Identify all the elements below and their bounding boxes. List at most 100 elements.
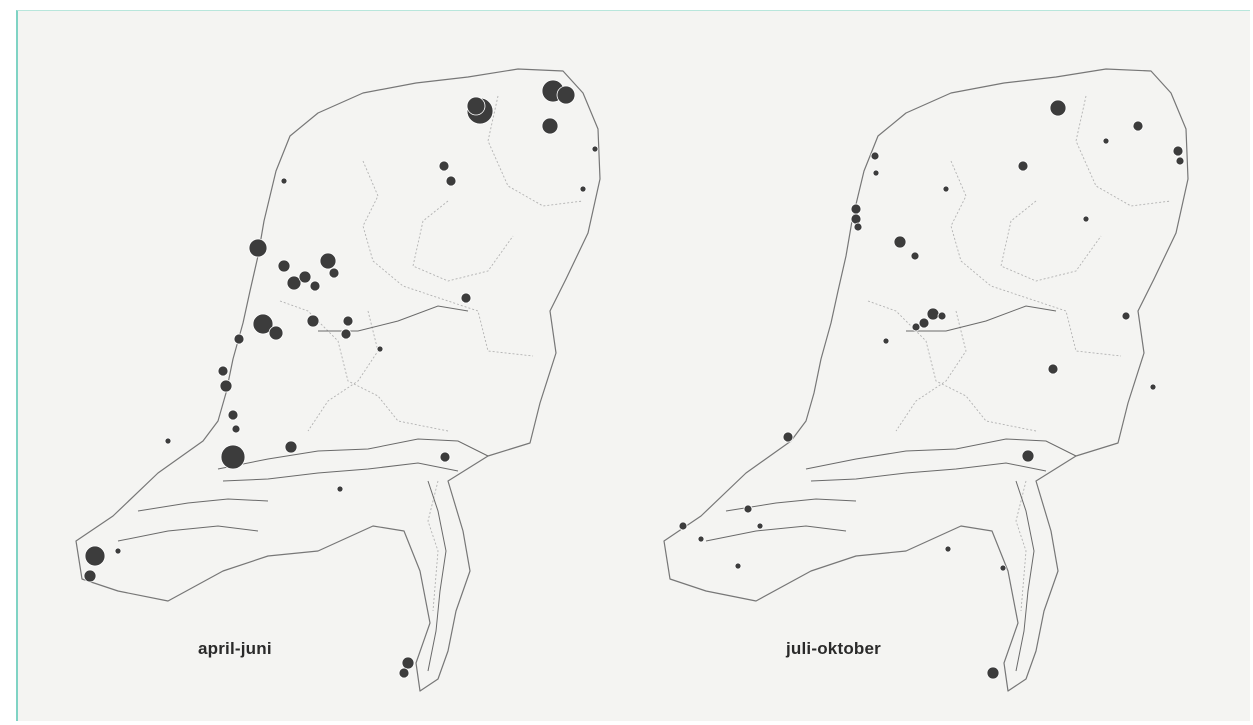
maps-svg <box>75 68 1189 692</box>
map-juli-oktober <box>663 68 1189 692</box>
occurrence-dot <box>918 317 930 329</box>
occurrence-dot <box>556 85 576 105</box>
occurrence-dot <box>286 275 302 291</box>
occurrence-dot <box>579 185 587 193</box>
occurrence-dot <box>401 656 415 670</box>
occurrence-dot <box>872 169 880 177</box>
occurrence-dot <box>734 562 742 570</box>
occurrence-dot <box>460 292 472 304</box>
occurrence-dot <box>1047 363 1059 375</box>
map-april-juni <box>75 68 601 692</box>
occurrence-dot <box>248 238 268 258</box>
occurrence-dot <box>252 313 274 335</box>
occurrence-dot <box>1082 215 1090 223</box>
occurrence-dot <box>910 251 920 261</box>
occurrence-dot <box>219 379 233 393</box>
occurrence-dot <box>541 117 559 135</box>
province-border <box>895 310 967 432</box>
occurrence-dot <box>277 259 291 273</box>
occurrence-dot <box>850 203 862 215</box>
occurrence-dot <box>937 311 947 321</box>
province-border <box>427 480 439 612</box>
occurrence-dot <box>217 365 229 377</box>
occurrence-dot <box>1121 311 1131 321</box>
occurrence-dot <box>911 322 921 332</box>
occurrence-dot <box>1132 120 1144 132</box>
occurrence-dot <box>114 547 122 555</box>
river <box>217 438 489 470</box>
province-border <box>307 310 379 432</box>
province-border <box>1000 200 1102 282</box>
province-border <box>362 160 534 357</box>
river <box>1015 480 1035 672</box>
occurrence-dot <box>439 451 451 463</box>
occurrence-dot <box>336 485 344 493</box>
panel-label-april-juni: april-juni <box>198 639 272 658</box>
province-border <box>950 160 1122 357</box>
occurrence-dot <box>1102 137 1110 145</box>
province-border <box>1075 95 1172 207</box>
occurrence-dot <box>284 440 298 454</box>
occurrence-dot <box>999 564 1007 572</box>
occurrence-dot <box>438 160 450 172</box>
occurrence-dot <box>678 521 688 531</box>
occurrence-dot <box>233 333 245 345</box>
occurrence-dot <box>756 522 764 530</box>
occurrence-dot <box>306 314 320 328</box>
occurrence-dot <box>1175 156 1185 166</box>
occurrence-dot <box>268 325 284 341</box>
occurrence-dot <box>882 337 890 345</box>
river <box>222 462 459 482</box>
occurrence-dot <box>853 222 863 232</box>
occurrence-dot <box>164 437 172 445</box>
province-border <box>1015 480 1027 612</box>
occurrence-dot <box>231 424 241 434</box>
occurrence-dot <box>328 267 340 279</box>
occurrence-dot <box>1021 449 1035 463</box>
occurrence-dot <box>926 307 940 321</box>
occurrence-dot <box>986 666 1000 680</box>
occurrence-dot <box>893 235 907 249</box>
occurrence-dot <box>782 431 794 443</box>
river <box>906 305 1057 332</box>
occurrence-dot <box>1172 145 1184 157</box>
occurrence-dot <box>466 96 486 116</box>
occurrence-dot <box>319 252 337 270</box>
panel-label-juli-oktober: juli-oktober <box>786 639 881 658</box>
occurrence-dot <box>376 345 384 353</box>
river <box>137 498 269 512</box>
occurrence-dot <box>591 145 599 153</box>
occurrence-dot <box>1049 99 1067 117</box>
country-outline <box>663 68 1189 692</box>
occurrence-dot <box>280 177 288 185</box>
river <box>810 462 1047 482</box>
occurrence-dot <box>398 667 410 679</box>
occurrence-dot <box>309 280 321 292</box>
map-figure: april-juni juli-oktober <box>16 10 1250 721</box>
occurrence-dot <box>445 175 457 187</box>
river <box>805 438 1077 470</box>
occurrence-dot <box>1017 160 1029 172</box>
occurrence-dot <box>944 545 952 553</box>
occurrence-dot <box>942 185 950 193</box>
occurrence-dot <box>220 444 246 470</box>
occurrence-dot <box>340 328 352 340</box>
occurrence-dot <box>84 545 106 567</box>
province-border <box>867 300 1037 432</box>
occurrence-dot <box>743 504 753 514</box>
country-outline <box>75 68 601 692</box>
occurrence-dot <box>697 535 705 543</box>
occurrence-dot <box>870 151 880 161</box>
province-border <box>279 300 449 432</box>
river <box>705 525 847 542</box>
occurrence-dot <box>850 213 862 225</box>
occurrence-dot <box>227 409 239 421</box>
occurrence-dot <box>1149 383 1157 391</box>
occurrence-dot <box>342 315 354 327</box>
occurrence-dot <box>83 569 97 583</box>
river <box>117 525 259 542</box>
occurrence-dot <box>298 270 312 284</box>
river <box>427 480 447 672</box>
river <box>318 305 469 332</box>
province-border <box>412 200 514 282</box>
